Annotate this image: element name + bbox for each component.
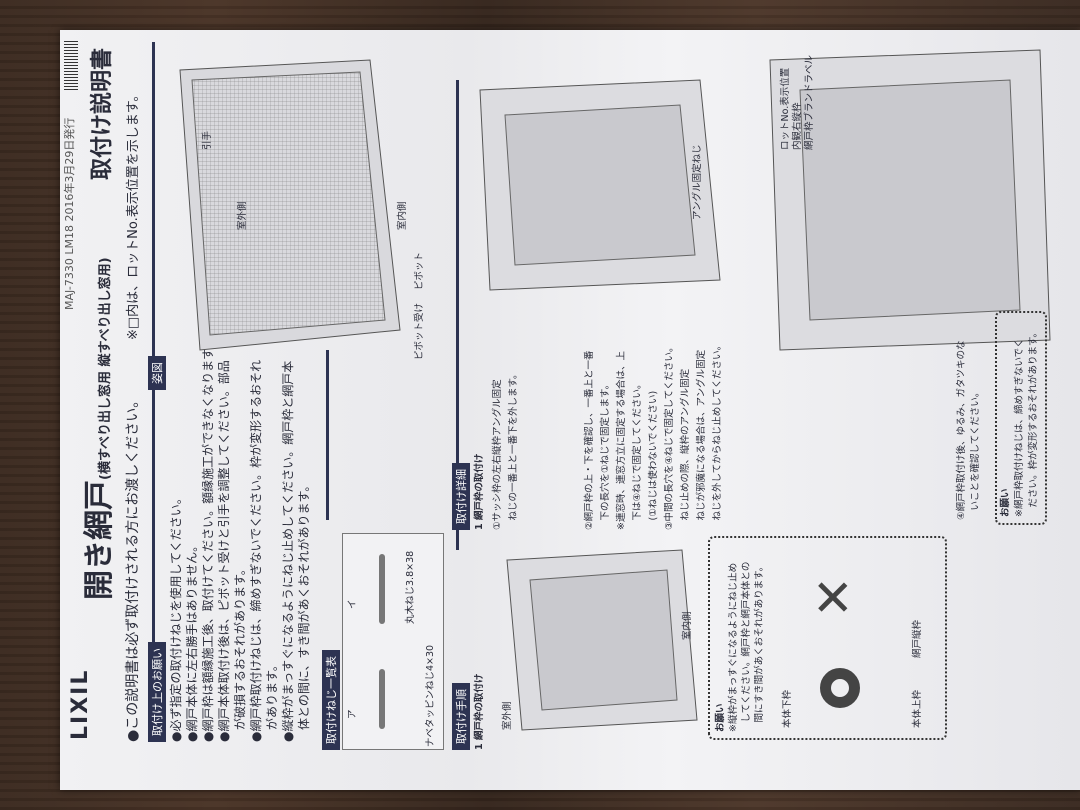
label-pivot: ピボット	[414, 251, 425, 290]
detail-line: ③中間の長穴を④ねじで固定してください。	[664, 342, 675, 530]
procedure-step: 1 網戸枠の取付け	[474, 673, 485, 750]
list-item: が破損するおそれがあります。	[233, 563, 247, 742]
section-procedure: 取付け手順	[452, 683, 470, 750]
detail-line: ねじ止めの際、縦枠のアングル固定	[680, 368, 691, 530]
detail-line: 下の長穴を①ねじで固定します。	[600, 379, 611, 530]
detail-line: (①ねじは使わないでください)	[648, 390, 659, 530]
lot-label: ロットNo.表示位置内観右縦枠網戸枠ブランドラベル	[780, 54, 815, 150]
list-item: 体との間に、すき間があくおそれがあります。	[297, 479, 311, 742]
screw-label: 丸木ねじ3.8×38	[405, 550, 416, 624]
screw-mark: イ	[347, 599, 358, 609]
list-item: ●縦枠がまっすぐになるようにねじ止めしてください。網戸枠と網戸本	[281, 360, 295, 742]
label-pivot-receiver: ピボット受け	[414, 302, 425, 360]
detail-line: ①サッシ枠の左右縦枠アングル固定	[492, 379, 503, 530]
label-outdoor-2: 室外側	[502, 701, 513, 730]
detail-step: 1 網戸枠の取付け	[474, 453, 485, 530]
screw-mark: ア	[347, 709, 358, 719]
divider	[326, 350, 329, 520]
divider	[152, 42, 155, 742]
caution-box-2: お願い ※網戸枠取付けねじは、締めすぎないでく ださい。枠が変形するおそれがあり…	[995, 311, 1047, 525]
list-item: ●網戸枠取付けねじは、締めすぎないでください。枠が変形するおそれ	[249, 359, 263, 742]
brand-logo: LIXIL	[68, 668, 93, 740]
label-indoor-2: 室内側	[682, 611, 693, 640]
intro-text: ●この説明書は必ず取付けされる方にお渡しください。	[125, 393, 141, 742]
barcode	[64, 40, 78, 90]
frame-diagram-2	[479, 79, 721, 291]
label-vertical-frame: 網戸縦枠	[912, 619, 923, 658]
detail-text: ①サッシ枠の左右縦枠アングル固定 ねじの一番上と一番下を外します。 ②網戸枠の上…	[490, 341, 726, 530]
screw-label: ナベタッピンねじ4×30	[425, 644, 436, 747]
ng-cross-icon: ✕	[805, 576, 863, 618]
detail-line: ねじを外してからねじ止めしてください。	[712, 340, 723, 530]
caution-text: お願い ※縦枠がまっすぐになるようにねじ止め してください。網戸枠と網戸本体との…	[715, 561, 765, 732]
document-title: 取付け説明書	[90, 47, 115, 180]
list-item: ●必ず指定の取付けねじを使用してください。	[169, 492, 183, 742]
screen-door-figure	[179, 59, 401, 351]
detail-line: 下は④ねじで固定してください。	[632, 379, 643, 530]
document-meta: MAJ-7330 LM18 2016年3月29日発行	[63, 117, 76, 310]
caution-text: お願い ※網戸枠取付けねじは、締めすぎないでく ださい。枠が変形するおそれがあり…	[1000, 327, 1039, 517]
title-sub: (横すべり出し窓用 縦すべり出し窓用)	[98, 257, 113, 480]
product-title: 開き網戸(横すべり出し窓用 縦すべり出し窓用)	[82, 257, 124, 600]
list-item: ●網戸本体取付け後は、ピボット受けと引手を調整してください。部品	[217, 360, 231, 742]
instruction-sheet: LIXIL 開き網戸(横すべり出し窓用 縦すべり出し窓用) MAJ-7330 L…	[60, 30, 1080, 790]
label-upper-frame: 本体上枠	[912, 689, 923, 728]
screw-icon	[379, 669, 385, 729]
list-item: ●網戸本体に左右勝手はありません。	[185, 539, 199, 742]
label-handle: 引手	[202, 130, 213, 150]
precautions-list: ●必ず指定の取付けねじを使用してください。 ●網戸本体に左右勝手はありません。 …	[168, 337, 312, 742]
frame-diagram-1	[506, 549, 698, 731]
detail-line: ねじが邪魔になる場合は、アングル固定	[696, 349, 707, 530]
section-detail: 取付け詳細	[452, 463, 470, 530]
screw-table: ア イ ナベタッピンねじ4×30 丸木ねじ3.8×38	[342, 533, 444, 750]
title-text: 開き網戸	[82, 480, 117, 600]
detail-line: ※連窓時、連窓方立に固定する場合は、上	[616, 351, 627, 530]
detail-line: ②網戸枠の上・下を確認し、一番上と一番	[584, 350, 595, 530]
screw-icon	[379, 554, 385, 624]
label-lower-frame: 本体下枠	[782, 689, 793, 728]
label-indoor: 室内側	[397, 201, 408, 230]
section-precautions: 取付け上のお願い	[148, 642, 166, 742]
lot-note: ※□内は、ロットNo.表示位置を示します。	[126, 88, 141, 340]
detail-line: ねじの一番上と一番下を外します。	[508, 369, 519, 530]
ok-circle-icon	[820, 668, 860, 708]
frame-diagram-3	[769, 49, 1051, 351]
label-outdoor: 室外側	[237, 201, 248, 230]
section-parts: 姿図	[148, 356, 166, 390]
label-angle-screw: アングル固定ねじ	[692, 144, 703, 220]
caution-box-1: お願い ※縦枠がまっすぐになるようにねじ止め してください。網戸枠と網戸本体との…	[708, 536, 947, 740]
list-item: ●網戸枠は額縁施工後、取付けてください。額縁施工ができなくなります。	[201, 337, 215, 742]
section-screws: 取付けねじ一覧表	[322, 650, 340, 750]
list-item: があります。	[265, 659, 279, 742]
step4-text: ④網戸枠取付け後、ゆるみ、ガタツキのな いことを確認してください。	[956, 340, 981, 520]
